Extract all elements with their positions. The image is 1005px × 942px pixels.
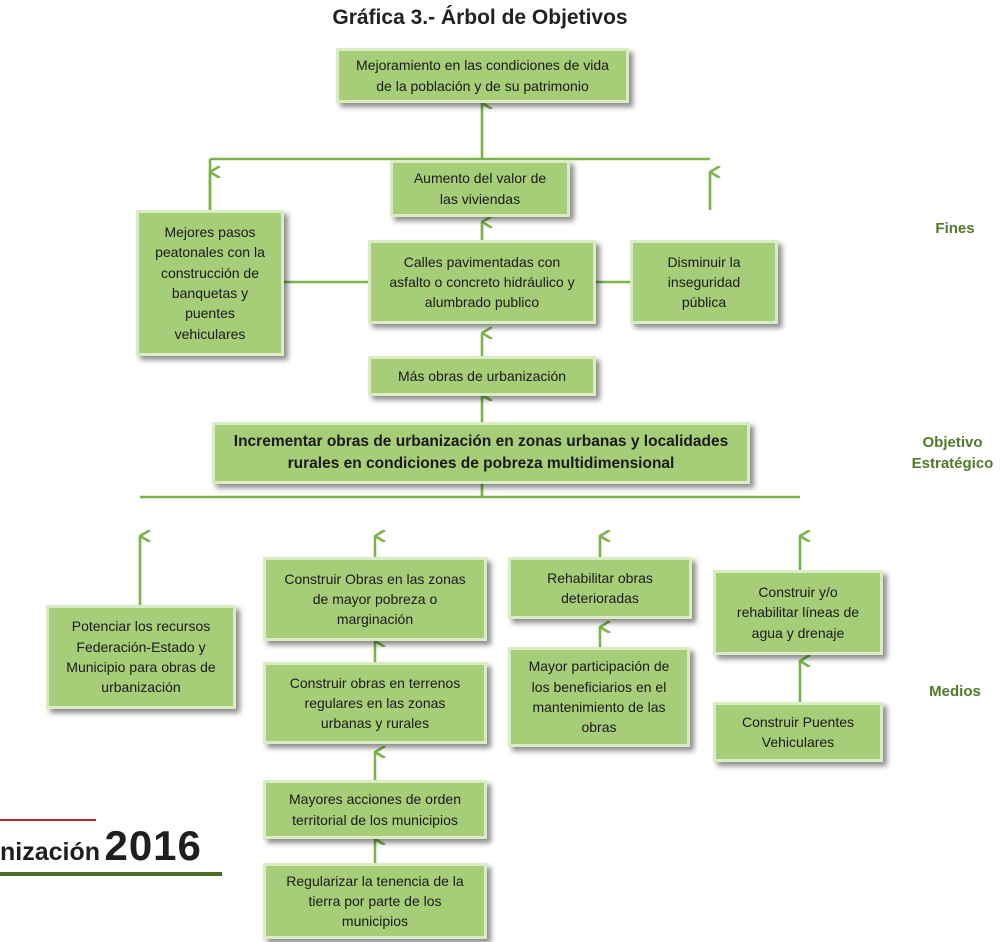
box-text: Mejoramiento en las condiciones de vida	[356, 57, 609, 74]
box-text: deterioradas	[561, 590, 639, 606]
side-label-fines: Fines	[935, 220, 975, 237]
box-text: marginación	[336, 611, 414, 628]
logo-word: nización	[0, 838, 101, 866]
logo-year: 2016	[104, 822, 202, 869]
box-potenciar: Potenciar los recursos Federación-Estado…	[46, 605, 236, 709]
box-text: Construir y/o	[758, 584, 838, 601]
box-aumento: Aumento del valor de las viviendas	[390, 160, 570, 217]
box-mayor-participacion: Mayor participación de los beneficiarios…	[508, 647, 690, 747]
box-text: Mayor participación de	[528, 658, 670, 675]
side-label-line: Estratégico	[911, 455, 994, 472]
box-text: territorial de los municipios	[292, 811, 458, 828]
side-label-medios: Medios	[929, 683, 981, 700]
box-text: agua y drenaje	[751, 624, 845, 641]
diagram-title: Gráfica 3.- Árbol de Objetivos	[332, 6, 628, 29]
box-construir-terrenos: Construir obras en terrenos regulares en…	[263, 662, 487, 744]
box-text: Construir Obras en las zonas	[284, 570, 466, 587]
box-text: municipios	[341, 913, 409, 930]
box-text: Federación-Estado y	[76, 638, 206, 655]
box-construir-obras-zonas: Construir Obras en las zonas de mayor po…	[263, 557, 487, 641]
box-text: urbanización	[101, 679, 181, 696]
box-text: Disminuir la	[667, 253, 741, 270]
box-text: Aumento del valor de	[413, 170, 547, 187]
box-construir-puentes: Construir Puentes Vehiculares	[713, 702, 883, 762]
box-text: mantenimiento de las	[532, 699, 666, 715]
box-construir-lineas: Construir y/o rehabilitar líneas de agua…	[713, 570, 883, 655]
box-text: pública	[681, 294, 727, 311]
box-mayores-acciones: Mayores acciones de orden territorial de…	[263, 780, 487, 839]
box-text: regulares en las zonas	[304, 694, 446, 711]
box-text: rurales en condiciones de pobreza multid…	[287, 455, 675, 472]
box-text: los beneficiarios en el	[531, 678, 667, 695]
box-calles: Calles pavimentadas con asfalto o concre…	[368, 240, 596, 324]
box-text: vehiculares	[174, 325, 246, 342]
box-text: inseguridad	[667, 273, 741, 290]
side-label-objetivo-estrategico: Objetivo Estratégico	[900, 432, 1005, 474]
box-text: de la población y de su patrimonio	[376, 77, 589, 94]
box-mejores-pasos: Mejores pasos peatonales con la construc…	[136, 210, 284, 356]
box-text: tierra por parte de los	[308, 892, 442, 909]
box-text: Incrementar obras de urbanización en zon…	[233, 432, 729, 450]
box-text: Regularizar la tenencia de la	[286, 872, 464, 889]
box-text: construcción de	[160, 264, 260, 281]
box-text: rehabilitar líneas de	[736, 604, 860, 621]
box-mejoramiento: Mejoramiento en las condiciones de vida d…	[336, 48, 629, 103]
side-label-line: Objetivo	[922, 434, 983, 451]
box-text: Potenciar los recursos	[71, 618, 211, 635]
organization-logo: nización 2016	[0, 818, 230, 888]
box-text: alumbrado publico	[424, 294, 540, 311]
box-text: Rehabilitar obras	[547, 569, 653, 586]
box-text: Construir obras en terrenos	[289, 674, 461, 691]
box-text: Más obras de urbanización	[397, 367, 567, 384]
box-text: Mayores acciones de orden	[289, 791, 461, 808]
box-text: de mayor pobreza o	[312, 590, 438, 607]
box-text: Municipio para obras de	[66, 659, 216, 675]
box-text: las viviendas	[439, 190, 521, 207]
box-text: Calles pavimentadas con	[403, 253, 561, 270]
box-text: Construir Puentes	[741, 713, 855, 730]
box-disminuir: Disminuir la inseguridad pública	[630, 240, 778, 324]
box-regularizar: Regularizar la tenencia de la tierra por…	[263, 863, 487, 939]
box-objetivo-estrategico: Incrementar obras de urbanización en zon…	[212, 422, 750, 484]
box-text: obras	[581, 719, 617, 736]
box-text: asfalto o concreto hidráulico y	[389, 273, 575, 290]
box-text: peatonales con la	[155, 244, 265, 261]
box-text: Mejores pasos	[164, 224, 256, 241]
box-text: urbanas y rurales	[320, 715, 430, 732]
box-rehabilitar: Rehabilitar obras deterioradas	[508, 557, 692, 619]
box-text: Vehiculares	[761, 734, 835, 750]
box-mas-obras: Más obras de urbanización	[368, 356, 596, 396]
box-text: puentes	[185, 305, 235, 322]
box-text: banquetas y	[171, 285, 249, 301]
